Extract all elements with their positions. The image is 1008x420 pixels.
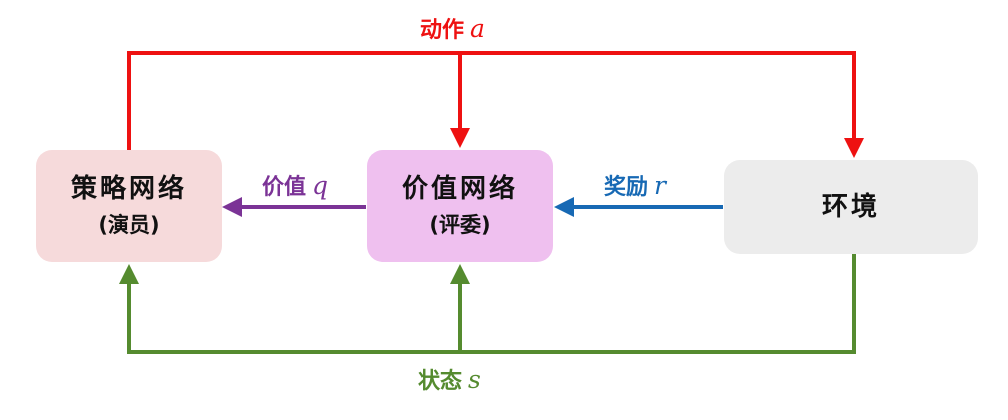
state-label-text: 状态 (418, 369, 463, 394)
state-line (127, 254, 856, 354)
reward-arrowhead (554, 197, 574, 217)
reward-label-text: 奖励 (604, 175, 649, 200)
value-arrowhead (222, 197, 242, 217)
action-label-text: 动作 (420, 18, 465, 43)
state-arrowhead-critic (450, 264, 470, 284)
reward-symbol: r (654, 171, 666, 200)
value-edge (222, 197, 366, 217)
action-arrowhead-critic (450, 128, 470, 148)
state-edge (119, 254, 856, 354)
action-arrowhead-env (844, 138, 864, 158)
environment-title: 环境 (821, 192, 880, 222)
critic-network-title: 价值网络 (401, 174, 518, 204)
actor-network-node: 策略网络 (演员) (36, 150, 222, 262)
value-symbol: q (312, 171, 329, 200)
critic-network-role: (评委) (429, 213, 491, 237)
environment-node: 环境 (724, 160, 978, 254)
actor-network-title: 策略网络 (70, 174, 187, 204)
state-symbol: s (468, 365, 481, 394)
action-symbol: a (470, 14, 485, 43)
critic-network-node: 价值网络 (评委) (367, 150, 553, 262)
value-label-text: 价值 (262, 175, 307, 200)
actor-network-role: (演员) (98, 213, 160, 237)
action-edge (127, 51, 864, 158)
state-arrowhead-actor (119, 264, 139, 284)
reward-edge (554, 197, 723, 217)
action-line (127, 51, 856, 150)
